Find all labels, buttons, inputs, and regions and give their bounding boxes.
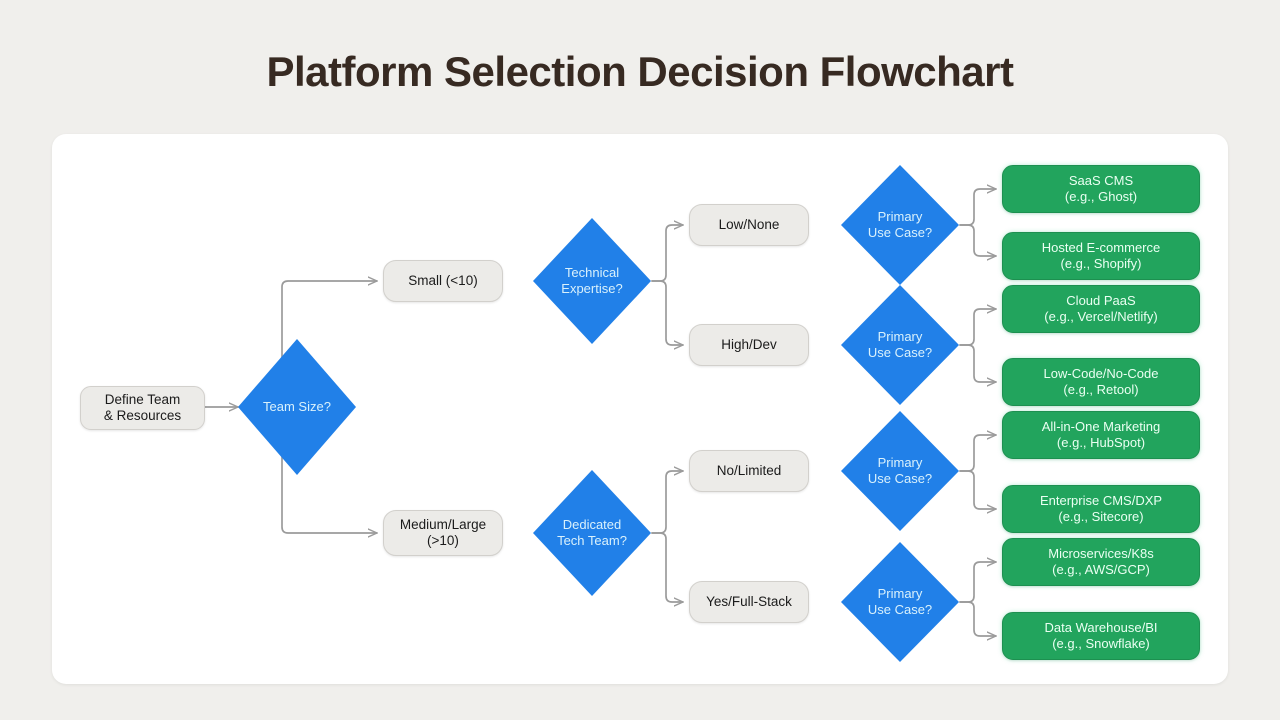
node-cloud-paas[interactable]: Cloud PaaS (e.g., Vercel/Netlify) xyxy=(1002,285,1200,333)
node-label: Primary Use Case? xyxy=(867,209,933,240)
node-low-none[interactable]: Low/None xyxy=(689,204,809,246)
node-small[interactable]: Small (<10) xyxy=(383,260,503,302)
node-define-team-resources[interactable]: Define Team & Resources xyxy=(80,386,205,430)
node-label: Small (<10) xyxy=(408,272,478,288)
node-medium-large[interactable]: Medium/Large (>10) xyxy=(383,510,503,556)
node-label: SaaS CMS (e.g., Ghost) xyxy=(1064,173,1138,204)
node-label: All-in-One Marketing (e.g., HubSpot) xyxy=(1041,419,1161,450)
node-microservices-k8s[interactable]: Microservices/K8s (e.g., AWS/GCP) xyxy=(1002,538,1200,586)
node-all-in-one-marketing[interactable]: All-in-One Marketing (e.g., HubSpot) xyxy=(1002,411,1200,459)
node-label: High/Dev xyxy=(721,336,777,352)
node-label: Cloud PaaS (e.g., Vercel/Netlify) xyxy=(1044,293,1158,324)
node-data-warehouse-bi[interactable]: Data Warehouse/BI (e.g., Snowflake) xyxy=(1002,612,1200,660)
node-label: Low/None xyxy=(718,216,780,232)
node-no-limited[interactable]: No/Limited xyxy=(689,450,809,492)
node-label: Medium/Large (>10) xyxy=(399,516,487,548)
flowchart-card: Define Team & Resources Team Size? Small… xyxy=(52,134,1228,684)
node-enterprise-cms-dxp[interactable]: Enterprise CMS/DXP (e.g., Sitecore) xyxy=(1002,485,1200,533)
node-label: Team Size? xyxy=(263,399,331,415)
node-label: No/Limited xyxy=(716,462,782,478)
node-low-code-no-code[interactable]: Low-Code/No-Code (e.g., Retool) xyxy=(1002,358,1200,406)
node-label: Microservices/K8s (e.g., AWS/GCP) xyxy=(1048,546,1154,577)
node-label: Low-Code/No-Code (e.g., Retool) xyxy=(1043,366,1159,397)
node-label: Hosted E-commerce (e.g., Shopify) xyxy=(1041,240,1161,271)
node-label: Enterprise CMS/DXP (e.g., Sitecore) xyxy=(1039,493,1163,524)
node-high-dev[interactable]: High/Dev xyxy=(689,324,809,366)
node-label: Technical Expertise? xyxy=(561,265,623,296)
node-label: Define Team & Resources xyxy=(103,391,182,423)
node-label: Primary Use Case? xyxy=(867,455,933,486)
node-label: Data Warehouse/BI (e.g., Snowflake) xyxy=(1044,620,1158,651)
node-yes-full-stack[interactable]: Yes/Full-Stack xyxy=(689,581,809,623)
node-hosted-ecommerce[interactable]: Hosted E-commerce (e.g., Shopify) xyxy=(1002,232,1200,280)
node-label: Yes/Full-Stack xyxy=(706,593,792,609)
node-label: Primary Use Case? xyxy=(867,586,933,617)
node-label: Dedicated Tech Team? xyxy=(557,517,627,548)
page-title: Platform Selection Decision Flowchart xyxy=(266,48,1015,95)
connector-layer xyxy=(204,134,997,684)
node-label: Primary Use Case? xyxy=(867,329,933,360)
node-saas-cms[interactable]: SaaS CMS (e.g., Ghost) xyxy=(1002,165,1200,213)
